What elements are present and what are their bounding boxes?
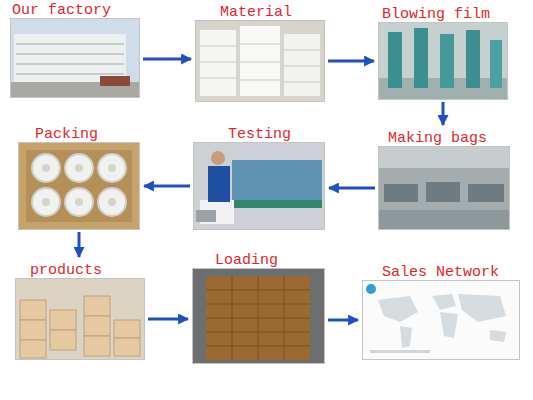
- flow-arrow: [442, 102, 445, 125]
- factory-photo: [10, 18, 140, 98]
- flow-arrow: [143, 58, 191, 61]
- material-photo: [195, 20, 325, 102]
- process-step: Material: [195, 2, 325, 102]
- photo-frame: [10, 18, 140, 98]
- loading-photo: [192, 268, 325, 364]
- packing-photo: [18, 142, 140, 230]
- products-photo: [15, 278, 145, 360]
- flow-arrow: [329, 187, 375, 190]
- blowing-film-photo: [378, 22, 508, 100]
- process-step: Making bags: [378, 128, 510, 230]
- making-bags-photo: [378, 146, 510, 230]
- flow-arrow: [144, 185, 190, 188]
- testing-photo: [193, 142, 325, 230]
- process-step: products: [15, 260, 145, 360]
- photo-frame: [193, 142, 325, 230]
- sales-network-photo: [362, 280, 520, 360]
- photo-frame: [195, 20, 325, 102]
- flow-arrow: [328, 319, 358, 322]
- photo-frame: [378, 146, 510, 230]
- photo-frame: [15, 278, 145, 360]
- process-step: Testing: [193, 124, 325, 230]
- process-step: Sales Network: [362, 262, 520, 360]
- photo-frame: [192, 268, 325, 364]
- flow-arrow: [78, 232, 81, 257]
- process-step: Packing: [18, 124, 140, 230]
- flow-arrow: [148, 318, 188, 321]
- process-step: Our factory: [10, 0, 140, 98]
- process-step: Blowing film: [378, 4, 508, 100]
- process-step: Loading: [192, 250, 325, 364]
- photo-frame: [18, 142, 140, 230]
- photo-frame: [362, 280, 520, 360]
- flow-arrow: [328, 60, 374, 63]
- photo-frame: [378, 22, 508, 100]
